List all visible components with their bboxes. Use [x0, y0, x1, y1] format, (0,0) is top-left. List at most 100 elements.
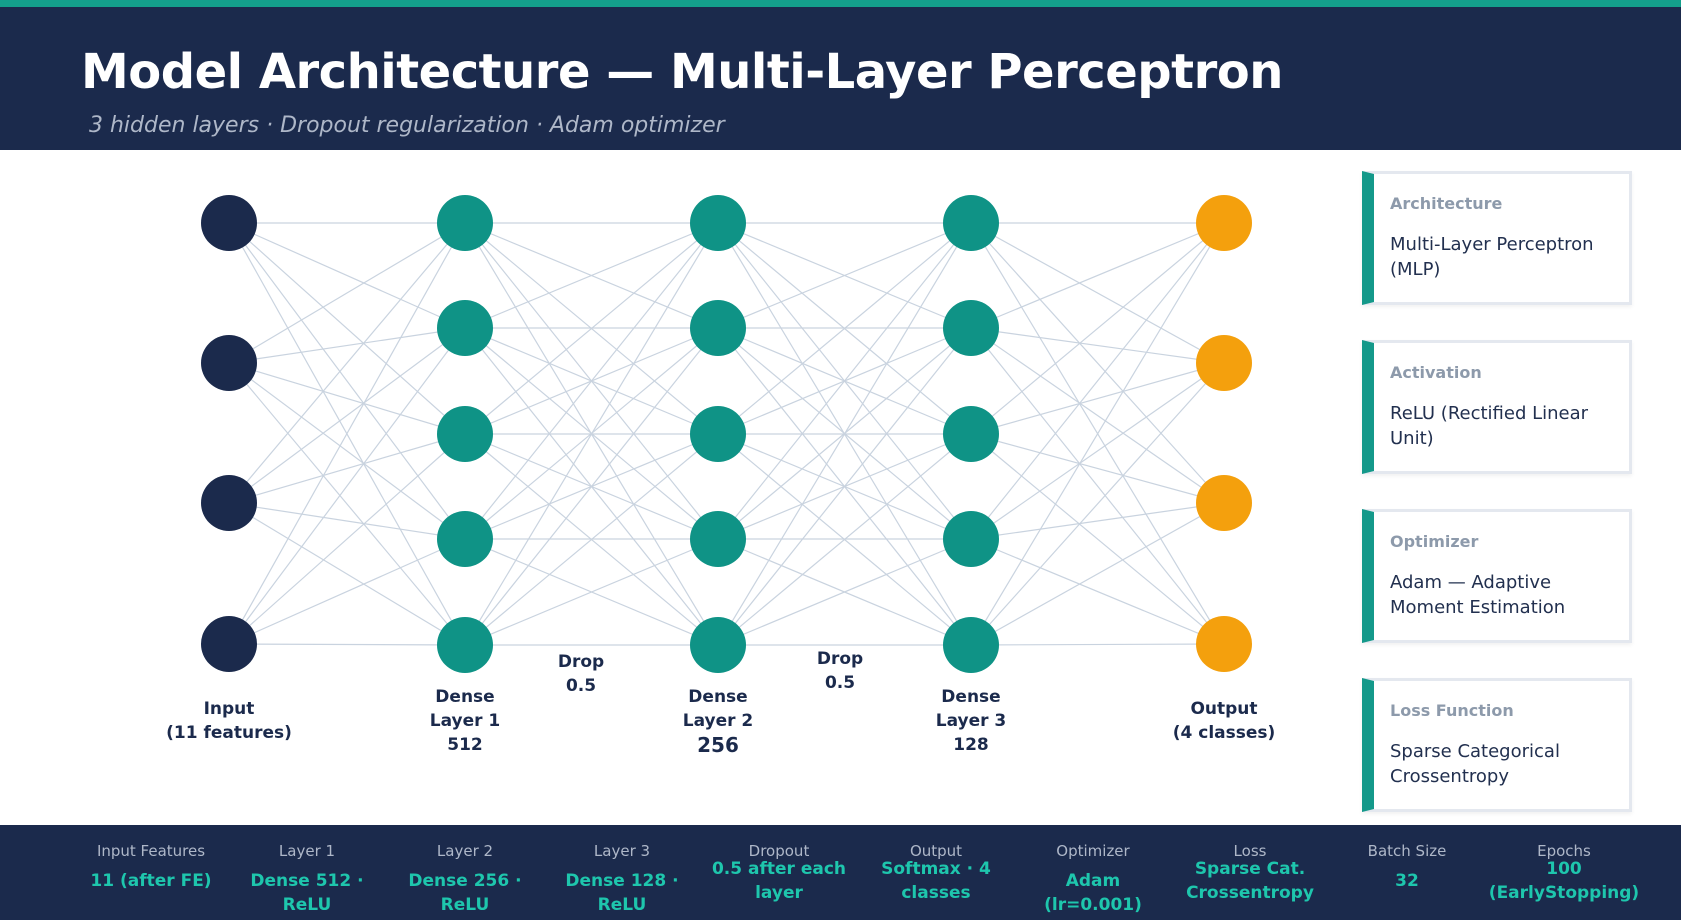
input-label-line: Input	[203, 699, 255, 719]
connection-edge	[970, 222, 1225, 540]
dense3-node	[943, 511, 999, 567]
connection-edge	[228, 502, 466, 646]
connection-edge	[717, 222, 972, 329]
info-card-label: Optimizer	[1390, 532, 1479, 551]
info-card-label: Activation	[1390, 363, 1482, 382]
connection-edge	[228, 327, 466, 364]
info-card-value: Adam — Adaptive Moment Estimation	[1390, 572, 1566, 618]
output-label: Output(4 classes)	[1154, 697, 1294, 745]
dropout-label-line: 0.5	[565, 676, 597, 696]
stat-label: Epochs	[1537, 842, 1591, 860]
dense2-node	[690, 617, 746, 673]
connection-edge	[228, 502, 466, 540]
output-node	[1196, 616, 1252, 672]
stat-label: Input Features	[96, 842, 206, 860]
connection-edge	[228, 362, 466, 435]
connection-edge	[228, 433, 466, 645]
connection-edge	[970, 222, 1225, 364]
stat-label: Dropout	[748, 842, 810, 860]
stat-label: Layer 3	[593, 842, 651, 860]
connection-edge	[970, 222, 1225, 435]
connection-edge	[464, 327, 719, 646]
dense1-label-line: Layer 1	[429, 711, 501, 731]
stat-value: Dense 128 · ReLU	[565, 871, 679, 915]
connection-edge	[970, 538, 1225, 645]
stat-label: Optimizer	[1056, 842, 1130, 860]
connection-edge	[970, 327, 1225, 504]
dropout-label-line: Drop	[557, 652, 605, 672]
output-node	[1196, 475, 1252, 531]
connection-edge	[970, 433, 1225, 645]
stat-value: 32	[1395, 871, 1419, 891]
connection-edge	[228, 327, 466, 504]
connection-edge	[464, 222, 719, 540]
connection-edge	[464, 538, 719, 646]
stat-label: Output	[909, 842, 963, 860]
connection-edge	[970, 327, 1225, 364]
dense3-label-line: Layer 3	[935, 711, 1007, 731]
output-node	[1196, 195, 1252, 251]
dense1-node	[437, 300, 493, 356]
connection-edge	[228, 362, 466, 540]
connection-edge	[228, 327, 466, 645]
info-card-value: ReLU (Rectified Linear Unit)	[1390, 403, 1589, 449]
stat-value: 11 (after FE)	[90, 871, 212, 891]
dense3-label-line: 128	[953, 735, 989, 755]
input-label: Input (11 features)	[159, 697, 299, 745]
dense3-label-line: Dense	[941, 687, 1001, 707]
connection-edge	[717, 222, 972, 540]
connection-edge	[228, 222, 466, 329]
connection-edge	[228, 222, 466, 645]
connection-edge	[970, 502, 1225, 646]
connection-edge	[970, 362, 1225, 435]
input-node	[201, 335, 257, 391]
connection-edge	[228, 222, 466, 540]
output-node	[1196, 335, 1252, 391]
connection-edge	[717, 222, 972, 646]
connection-edge	[464, 222, 719, 435]
dropout-label-line: Drop	[816, 649, 864, 669]
dense1-node	[437, 406, 493, 462]
connection-edge	[970, 222, 1225, 646]
connection-edge	[228, 433, 466, 504]
connection-edge	[970, 222, 1225, 504]
dense3-node	[943, 617, 999, 673]
connection-edge	[228, 222, 466, 364]
connection-edge	[970, 362, 1225, 540]
dense1-node	[437, 195, 493, 251]
stat-value: Dense 256 · ReLU	[408, 871, 522, 915]
info-card-label: Architecture	[1390, 194, 1503, 213]
connection-edge	[464, 433, 719, 646]
connection-edge	[228, 222, 466, 504]
stat-label: Layer 2	[436, 842, 494, 860]
dropout-label: Drop 0.5	[541, 650, 621, 698]
info-card-value: Sparse Categorical Crossentropy	[1390, 741, 1560, 787]
stat-value: Softmax · 4 classes	[881, 859, 991, 903]
dense2-node	[690, 195, 746, 251]
stat-label: Layer 1	[278, 842, 336, 860]
header: Model Architecture — Multi-Layer Percept…	[0, 7, 1681, 150]
connection-edge	[717, 433, 972, 646]
dense2-label-line: 256	[697, 733, 739, 757]
stats-footer: Input Features 11 (after FE) Layer 1 Dense …	[0, 825, 1681, 920]
dense3-node	[943, 195, 999, 251]
dense2-label-line: Dense	[688, 687, 748, 707]
connection-edge	[228, 362, 466, 646]
connection-edge	[228, 643, 466, 646]
connection-edge	[970, 433, 1225, 504]
connection-edge	[970, 327, 1225, 645]
stat-value: Sparse Cat. Crossentropy	[1186, 859, 1314, 903]
connection-edge	[970, 362, 1225, 646]
connection-edge	[717, 538, 972, 646]
connection-edge	[717, 222, 972, 435]
connection-edge	[464, 222, 719, 329]
input-label-line: (11 features)	[166, 723, 292, 743]
stat-value: Adam (lr=0.001)	[1044, 871, 1142, 915]
connection-edge	[228, 222, 466, 435]
